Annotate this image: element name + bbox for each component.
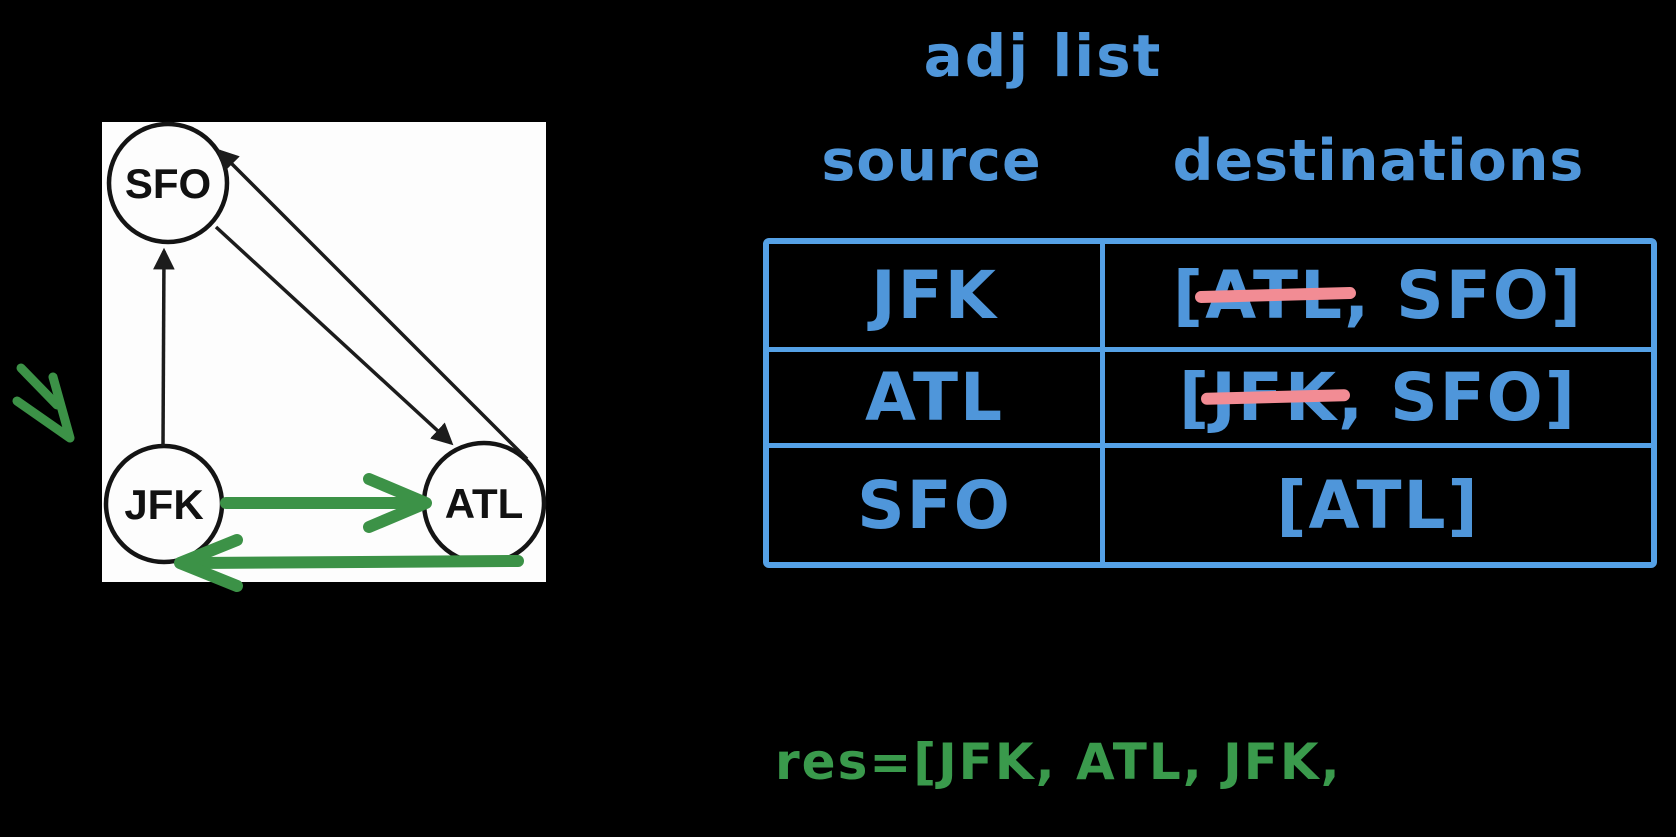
table-cell-source-atl: ATL: [769, 347, 1100, 443]
pointer-arrow-icon: [12, 363, 75, 443]
destination: ATL: [1308, 466, 1448, 544]
node-label-sfo: SFO: [125, 160, 211, 207]
table-cell-destinations-atl: [JFK, SFO]: [1100, 347, 1651, 443]
table-cell-source-jfk: JFK: [769, 244, 1100, 347]
table-cell-destinations-jfk: [ATL, SFO]: [1100, 244, 1651, 347]
table-cell-source-sfo: SFO: [769, 443, 1100, 562]
edge-atl-to-sfo: [216, 148, 529, 461]
destination: SFO: [1390, 359, 1545, 436]
green-arrow-atl-to-jfk: [174, 534, 524, 592]
adj-list-title: adj list: [923, 22, 1163, 90]
bracket-close: ]: [1447, 466, 1480, 544]
node-jfk: JFK: [103, 443, 225, 565]
table-cell-destinations-sfo: [ATL]: [1100, 443, 1651, 562]
bracket-close: ]: [1550, 257, 1584, 334]
destination-struck: JFK: [1211, 359, 1338, 436]
node-atl: ATL: [421, 440, 547, 566]
adj-list-column-headers: source destinations: [763, 128, 1657, 194]
bracket-open: [: [1276, 466, 1309, 544]
node-sfo: SFO: [106, 121, 230, 245]
adjacency-table: JFK [ATL, SFO] ATL [JFK, SFO] SFO [ATL]: [763, 238, 1657, 568]
column-header-destinations: destinations: [1172, 128, 1585, 194]
edge-jfk-to-sfo: [153, 247, 175, 447]
bracket-close: ]: [1544, 359, 1577, 436]
source-value: ATL: [864, 359, 1005, 436]
column-header-source: source: [821, 128, 1042, 194]
destination-struck: ATL: [1205, 257, 1345, 334]
result-text: res=[JFK, ATL, JFK,: [775, 733, 1342, 791]
node-label-atl: ATL: [445, 480, 524, 527]
destination: SFO: [1396, 257, 1551, 334]
node-label-jfk: JFK: [124, 481, 203, 528]
green-arrow-jfk-to-atl: [220, 473, 432, 533]
source-value: JFK: [871, 257, 998, 334]
edge-sfo-to-atl: [214, 225, 454, 446]
source-value: SFO: [857, 466, 1012, 544]
